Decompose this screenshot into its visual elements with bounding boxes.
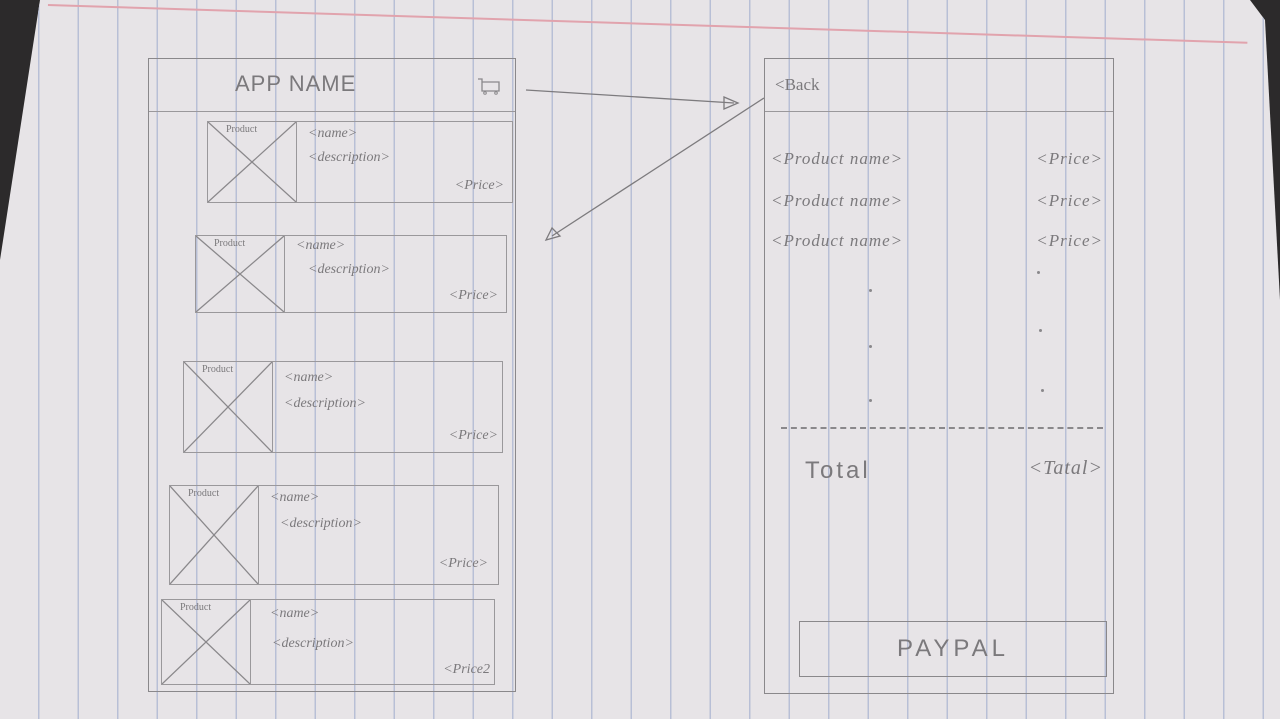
product-name: <name> bbox=[270, 490, 320, 505]
product-card[interactable]: Product <name> <description> <Price> bbox=[169, 485, 499, 585]
cart-item-row: <Product name> <Price> bbox=[771, 191, 1103, 213]
product-image-label: Product bbox=[202, 364, 234, 375]
ellipsis-dot bbox=[869, 345, 872, 348]
cart-item-price: <Price> bbox=[1036, 149, 1103, 168]
ellipsis-dot bbox=[869, 289, 872, 292]
product-description: <description> bbox=[280, 516, 362, 531]
product-image-label: Product bbox=[226, 124, 258, 135]
cart-item-row: <Product name> <Price> bbox=[771, 231, 1103, 253]
product-list-screen: APP NAME Product <name> <description> <P… bbox=[148, 58, 516, 692]
back-button[interactable]: <Back bbox=[775, 75, 820, 94]
total-divider bbox=[781, 427, 1103, 429]
product-image-label: Product bbox=[180, 602, 212, 613]
product-description: <description> bbox=[308, 150, 390, 165]
ellipsis-dot bbox=[869, 399, 872, 402]
cart-item-name: <Product name> bbox=[771, 149, 904, 168]
product-card[interactable]: Product <name> <description> <Price> bbox=[207, 121, 513, 203]
product-name: <name> bbox=[284, 370, 334, 385]
ellipsis-dot bbox=[1039, 329, 1042, 332]
product-image-placeholder: Product bbox=[162, 600, 251, 684]
cart-item-name: <Product name> bbox=[771, 191, 904, 210]
cart-item-row: <Product name> <Price> bbox=[771, 149, 1103, 171]
cart-icon[interactable] bbox=[477, 77, 501, 95]
ellipsis-dot bbox=[1037, 271, 1040, 274]
product-price: <Price> bbox=[448, 288, 498, 303]
product-image-placeholder: Product bbox=[184, 362, 273, 452]
product-price: <Price2 bbox=[443, 662, 490, 677]
ellipsis-dot bbox=[1041, 389, 1044, 392]
cart-item-price: <Price> bbox=[1036, 231, 1103, 250]
cart-header: <Back bbox=[765, 59, 1113, 112]
product-name: <name> bbox=[308, 126, 358, 141]
product-name: <name> bbox=[270, 606, 320, 621]
product-price: <Price> bbox=[448, 428, 498, 443]
total-label: Total bbox=[805, 457, 871, 484]
product-description: <description> bbox=[272, 636, 354, 651]
total-value: <Tatal> bbox=[1028, 457, 1103, 479]
cart-item-name: <Product name> bbox=[771, 231, 904, 250]
product-image-placeholder: Product bbox=[208, 122, 297, 202]
paypal-button[interactable]: PAYPAL bbox=[799, 621, 1107, 677]
app-title: APP NAME bbox=[235, 71, 357, 96]
app-header: APP NAME bbox=[149, 59, 515, 112]
product-image-label: Product bbox=[188, 488, 220, 499]
product-description: <description> bbox=[308, 262, 390, 277]
product-card[interactable]: Product <name> <description> <Price> bbox=[183, 361, 503, 453]
product-image-label: Product bbox=[214, 238, 246, 249]
product-description: <description> bbox=[284, 396, 366, 411]
product-price: <Price> bbox=[454, 178, 504, 193]
product-card[interactable]: Product <name> <description> <Price2 bbox=[161, 599, 495, 685]
product-price: <Price> bbox=[438, 556, 488, 571]
product-card[interactable]: Product <name> <description> <Price> bbox=[195, 235, 507, 313]
cart-screen: <Back <Product name> <Price> <Product na… bbox=[764, 58, 1114, 694]
product-image-placeholder: Product bbox=[170, 486, 259, 584]
product-image-placeholder: Product bbox=[196, 236, 285, 312]
product-name: <name> bbox=[296, 238, 346, 253]
cart-item-price: <Price> bbox=[1036, 191, 1103, 210]
